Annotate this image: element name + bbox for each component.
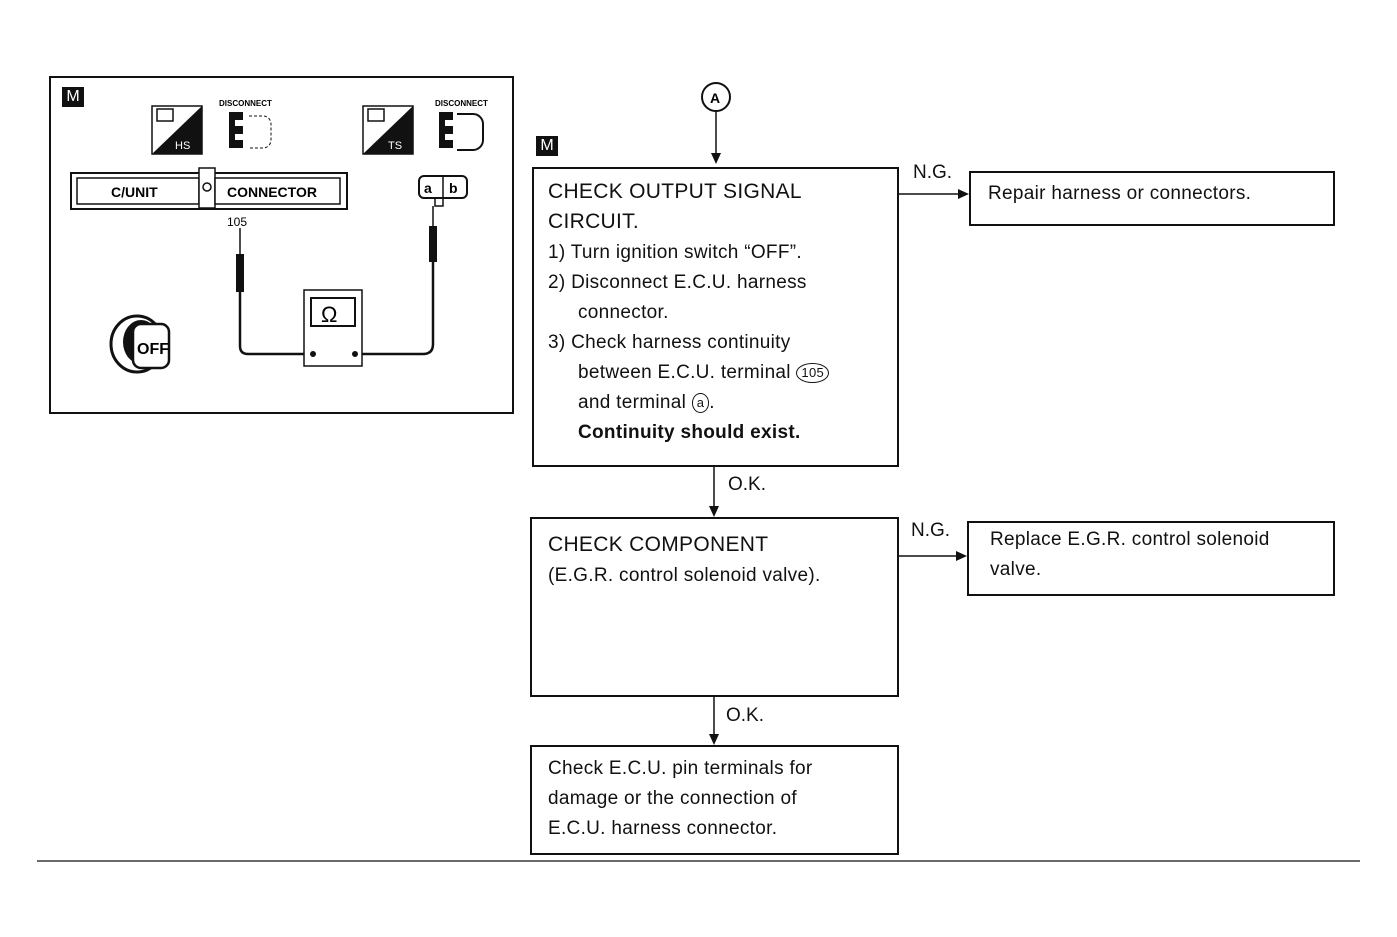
hs-switch-icon: HS <box>151 105 203 155</box>
ts-switch-icon: TS <box>362 105 414 155</box>
terminal-a-ref: a <box>691 392 710 413</box>
ab-connector: a b <box>418 175 468 207</box>
ohmmeter-icon: Ω <box>303 289 363 367</box>
wiring-diagram: HS DISCONNECT TS DISCONNECT C/UNIT CONNE… <box>70 99 488 374</box>
disconnect-connector-icon-right <box>439 112 484 151</box>
step-check-component <box>530 517 899 697</box>
ok2-label: O.K. <box>726 705 765 726</box>
step2-title: CHECK COMPONENT <box>548 533 769 556</box>
step1-item-3a: 3) Check harness continuity <box>548 332 791 353</box>
svg-text:DISCONNECT: DISCONNECT <box>219 99 272 108</box>
step1-item-1: 1) Turn ignition switch “OFF”. <box>548 242 802 263</box>
final-check-box <box>530 745 899 855</box>
final-line2: damage or the connection of <box>548 788 797 809</box>
svg-text:HS: HS <box>175 140 190 152</box>
step1-item-3b: between E.C.U. terminal 105 <box>578 358 830 388</box>
svg-text:TS: TS <box>388 140 402 152</box>
step1-item-3c: and terminal a. <box>578 392 715 413</box>
ng2-result-line2: valve. <box>990 559 1042 580</box>
ng2-label: N.G. <box>911 520 951 541</box>
final-line1: Check E.C.U. pin terminals for <box>548 758 813 779</box>
svg-text:A: A <box>710 90 720 106</box>
flow-badge: M <box>536 136 558 156</box>
step1-item-2b: connector. <box>578 302 669 323</box>
control-unit-connector: C/UNIT CONNECTOR <box>70 167 348 210</box>
svg-text:OFF: OFF <box>137 341 169 358</box>
svg-text:DISCONNECT: DISCONNECT <box>435 99 488 108</box>
illustration-badge: M <box>62 87 84 107</box>
step1-title-2: CIRCUIT. <box>548 210 640 233</box>
svg-text:Ω: Ω <box>321 302 337 327</box>
ignition-key-off-icon: OFF <box>109 314 171 374</box>
svg-text:C/UNIT: C/UNIT <box>111 184 158 200</box>
svg-text:a: a <box>424 180 432 196</box>
terminal-105-ref: 105 <box>796 362 830 383</box>
final-line3: E.C.U. harness connector. <box>548 818 778 839</box>
ng1-result-box <box>969 171 1335 226</box>
step1-item-2a: 2) Disconnect E.C.U. harness <box>548 272 807 293</box>
step-check-output-signal <box>532 167 899 467</box>
ng1-result-text: Repair harness or connectors. <box>988 183 1252 204</box>
disconnect-connector-icon-left <box>229 112 272 149</box>
svg-text:CONNECTOR: CONNECTOR <box>227 184 317 200</box>
step1-item-3d: Continuity should exist. <box>578 422 801 443</box>
ng2-result-box <box>967 521 1335 596</box>
step2-subtitle: (E.G.R. control solenoid valve). <box>548 565 821 586</box>
ok1-label: O.K. <box>728 474 767 495</box>
step1-title-1: CHECK OUTPUT SIGNAL <box>548 180 802 203</box>
svg-text:105: 105 <box>227 215 247 229</box>
ng2-result-line1: Replace E.G.R. control solenoid <box>990 529 1270 550</box>
ng1-label: N.G. <box>913 162 953 183</box>
svg-text:b: b <box>449 180 458 196</box>
